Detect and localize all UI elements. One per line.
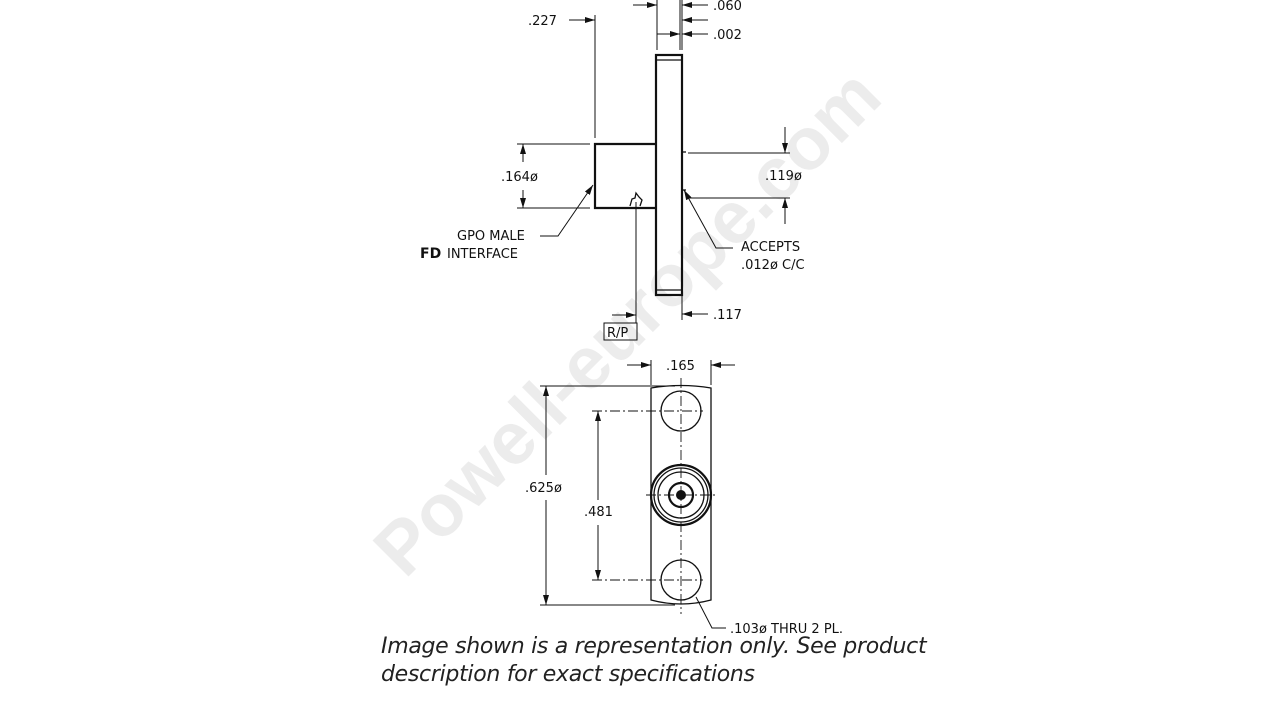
label-accepts-size: .012ø C/C [741, 258, 805, 273]
front-view: .165 .625ø .481 .103ø THRU 2 PL. [525, 359, 843, 637]
hole-note: .103ø THRU 2 PL. [730, 622, 843, 637]
dim-164-dia: .164ø [501, 170, 538, 185]
reference-symbol [629, 191, 643, 207]
reference-box-label: R/P [607, 326, 628, 341]
label-accepts: ACCEPTS [741, 240, 800, 255]
connector-face [649, 463, 713, 527]
reference-box [603, 322, 638, 341]
label-gpo-male: GPO MALE [457, 229, 525, 244]
dim-481: .481 [584, 505, 613, 520]
label-interface: INTERFACE [447, 247, 518, 262]
dim-625-dia: .625ø [525, 481, 562, 496]
dim-117: .117 [713, 308, 742, 323]
gpo-body-outline [593, 142, 656, 210]
watermark: Powell-europe.com [358, 53, 896, 591]
dim-002: .002 [713, 28, 742, 43]
dim-119-dia: .119ø [765, 169, 802, 184]
dim-227: .227 [528, 14, 557, 29]
dim-060: .060 [713, 0, 742, 14]
mounting-hole-bottom [660, 559, 702, 601]
mounting-hole-top [660, 390, 702, 432]
flange-outline [654, 53, 684, 297]
side-view: .060 .002 .227 .164ø .119ø GPO MALE FD I… [420, 0, 805, 341]
label-fd: FD [420, 246, 441, 262]
dim-165: .165 [666, 359, 695, 374]
disclaimer-caption: Image shown is a representation only. Se… [381, 634, 927, 687]
